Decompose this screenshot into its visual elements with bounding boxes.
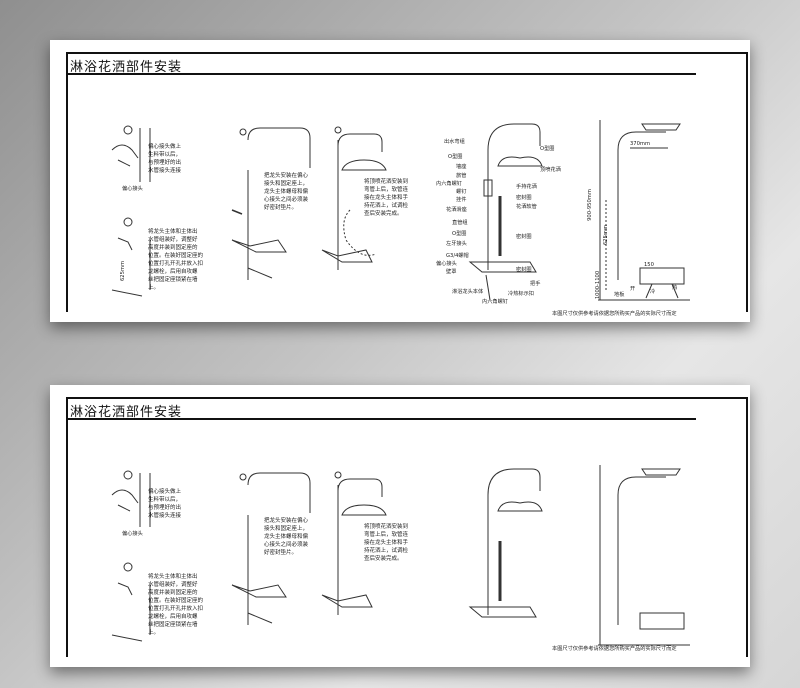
step1-label: 偏心接头 [122, 186, 143, 192]
part-label: 把手 [530, 281, 541, 287]
dim-label: 900-950mm [586, 189, 593, 221]
part-label: 密封圈 [516, 195, 532, 201]
part-label: 出水弯组 [444, 139, 465, 145]
part-label: O型圈 [452, 231, 467, 237]
step3-text: 把龙头安装在偏心 接头和固定座上， 龙头主体螺母和偏 心接头之间必须装 好密封垫… [264, 518, 309, 556]
dim-label: 热 [672, 285, 678, 291]
part-label: 淋浴龙头本体 [452, 289, 484, 295]
step2-text: 将龙头主体和主体出 水管组装好，调整好 高度并装到固定座的 位置。在装好固定座的… [148, 574, 204, 636]
panel-frame [66, 397, 748, 657]
dim-label: 冷 [650, 289, 656, 295]
dim-label: 地板 [614, 292, 625, 298]
panel-title: 淋浴花洒部件安装 [70, 405, 183, 420]
part-label: 内六角螺钉 [482, 299, 508, 305]
footnote: 本图尺寸仅供参考请依据您所购买产品的实际尺寸而定 [552, 311, 677, 317]
part-label: 直管组 [452, 220, 468, 226]
part-label: 顶喷花洒 [540, 167, 561, 173]
dim-label: 开 [630, 286, 636, 292]
part-label: 墙座 [456, 164, 467, 170]
panel-2: 淋浴花洒部件安装 偏心接头做上 生料 [0, 345, 800, 675]
part-label: 密封圈 [516, 234, 532, 240]
footnote: 本图尺寸仅供参考请依据您所购买产品的实际尺寸而定 [552, 646, 677, 652]
instruction-card-1 [50, 40, 750, 322]
dim-label: 150 [644, 262, 654, 268]
step1-text: 偏心接头做上 生料带以后， 与预埋好的出 水管接头连接 [148, 144, 182, 174]
instruction-card-2 [50, 385, 750, 667]
part-label: 偏心接头 [436, 261, 457, 267]
step1-label: 偏心接头 [122, 531, 143, 537]
dim-label: 1000-1100 [595, 270, 602, 300]
part-label: 花洒滑座 [446, 207, 467, 213]
part-label: O型圈 [540, 146, 555, 152]
part-label: 手持花洒 [516, 184, 537, 190]
part-label: 左牙接头 [446, 241, 467, 247]
part-label: 挂件 [456, 197, 467, 203]
panel-1: 淋浴花洒部件安装 [0, 0, 800, 330]
step2-text: 将龙头主体和主体出 水管组装好，调整好 高度并装到固定座的 位置。在装好固定座的… [148, 229, 204, 291]
part-label: 密封圈 [516, 267, 532, 273]
part-label: 壁罩 [446, 269, 457, 275]
part-label: 内六角螺钉 [436, 181, 462, 187]
step1-text: 偏心接头做上 生料带以后， 与预埋好的出 水管接头连接 [148, 489, 182, 519]
part-label: 花洒软管 [516, 204, 537, 210]
title-rule [66, 73, 696, 75]
part-label: O型圈 [448, 154, 463, 160]
installation-diagram [111, 120, 690, 301]
installation-diagram [111, 465, 690, 646]
part-label: 螺钉 [456, 189, 467, 195]
step3-text: 把龙头安装在偏心 接头和固定座上， 龙头主体螺母和偏 心接头之间必须装 好密封垫… [264, 173, 309, 211]
dim-label: 625mm [603, 224, 610, 246]
part-label: G3/4螺帽 [446, 253, 469, 259]
panel-frame [66, 52, 748, 312]
step4-text: 将顶喷花洒安装到 弯管上后，软管连 接在龙头主体和手 持花洒上，试调检 查后安装… [364, 179, 409, 217]
step4-text: 将顶喷花洒安装到 弯管上后，软管连 接在龙头主体和手 持花洒上，试调检 查后安装… [364, 524, 409, 562]
title-rule [66, 418, 696, 420]
dim-label: 370mm [630, 141, 651, 147]
part-label: 冷热标示扣 [508, 291, 534, 297]
panel-title: 淋浴花洒部件安装 [70, 60, 183, 75]
part-label: 旅管 [456, 173, 467, 179]
step2-dim: 625mm [120, 260, 127, 282]
